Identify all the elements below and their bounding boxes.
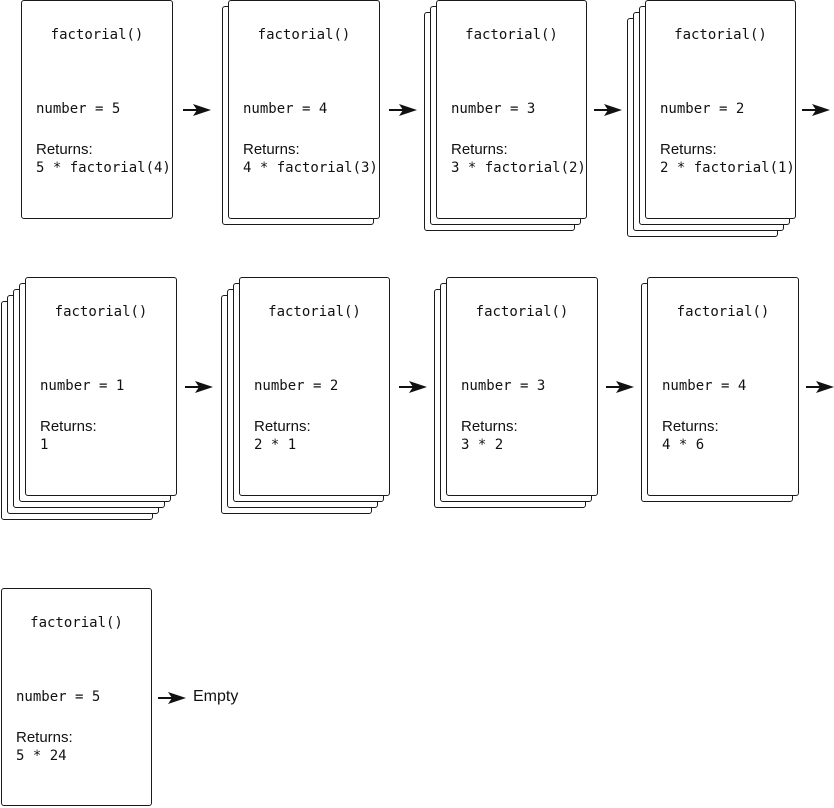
frame-returns-label: Returns:: [660, 141, 717, 158]
frame-function-name: factorial(): [54, 304, 148, 320]
frame-return-value: 4 * 6: [662, 437, 705, 453]
frame-local-variable: number = 3: [461, 378, 546, 394]
frame-returns-label: Returns:: [461, 418, 518, 435]
frame-return-value: 3 * factorial(2): [451, 160, 586, 176]
frame-local-variable: number = 2: [254, 378, 339, 394]
frame-returns-label: Returns:: [243, 141, 300, 158]
frame-function-name: factorial(): [676, 304, 770, 320]
frame-return-value: 2 * factorial(1): [660, 160, 795, 176]
frame-function-name: factorial(): [465, 27, 558, 43]
frame-function-name: factorial(): [30, 615, 123, 631]
flow-arrow-icon: [399, 381, 427, 393]
stack-frame-card: factorial() number = 3 Returns: 3 * 2: [446, 277, 598, 496]
frame-return-value: 4 * factorial(3): [243, 160, 378, 176]
frame-function-name: factorial(): [268, 304, 361, 320]
frame-local-variable: number = 2: [660, 101, 745, 117]
stack-frame-card: factorial() number = 3 Returns: 3 * factori…: [436, 0, 587, 219]
frame-returns-label: Returns:: [36, 141, 93, 158]
flow-arrow-icon: [183, 104, 211, 116]
frame-local-variable: number = 5: [16, 689, 101, 705]
frame-returns-label: Returns:: [662, 418, 719, 435]
frame-local-variable: number = 3: [451, 101, 536, 117]
frame-function-name: factorial(): [257, 27, 351, 43]
stack-frame-card: factorial() number = 5 Returns: 5 * factori…: [21, 0, 173, 219]
stack-frame-card: factorial() number = 5 Returns: 5 * 24: [1, 588, 152, 806]
stack-frame-card: factorial() number = 4 Returns: 4 * 6: [647, 277, 799, 496]
frame-local-variable: number = 4: [243, 101, 328, 117]
empty-stack-label: Empty: [193, 688, 239, 705]
flow-arrow-icon: [606, 381, 634, 393]
flow-arrow-icon: [806, 381, 834, 393]
frame-local-variable: number = 5: [36, 101, 121, 117]
frame-returns-label: Returns:: [254, 418, 311, 435]
frame-local-variable: number = 4: [662, 378, 747, 394]
frame-returns-label: Returns:: [40, 418, 97, 435]
frame-return-value: 2 * 1: [254, 437, 297, 453]
frame-return-value: 5 * factorial(4): [36, 160, 171, 176]
flow-arrow-icon: [185, 381, 213, 393]
frame-return-value: 3 * 2: [461, 437, 504, 453]
flow-arrow-icon: [158, 692, 186, 704]
flow-arrow-icon: [802, 104, 830, 116]
flow-arrow-icon: [594, 104, 622, 116]
frame-function-name: factorial(): [50, 27, 144, 43]
stack-frame-card: factorial() number = 2 Returns: 2 * 1: [239, 277, 390, 496]
frame-function-name: factorial(): [475, 304, 569, 320]
stack-frame-card: factorial() number = 4 Returns: 4 * factori…: [228, 0, 380, 219]
frame-local-variable: number = 1: [40, 378, 125, 394]
frame-function-name: factorial(): [674, 27, 767, 43]
frame-returns-label: Returns:: [16, 729, 73, 746]
frame-return-value: 5 * 24: [16, 748, 67, 764]
frame-return-value: 1: [40, 437, 49, 453]
stack-frame-card: factorial() number = 2 Returns: 2 * factori…: [645, 0, 796, 219]
flow-arrow-icon: [389, 104, 417, 116]
frame-returns-label: Returns:: [451, 141, 508, 158]
stack-frame-card: factorial() number = 1 Returns: 1: [25, 277, 177, 496]
